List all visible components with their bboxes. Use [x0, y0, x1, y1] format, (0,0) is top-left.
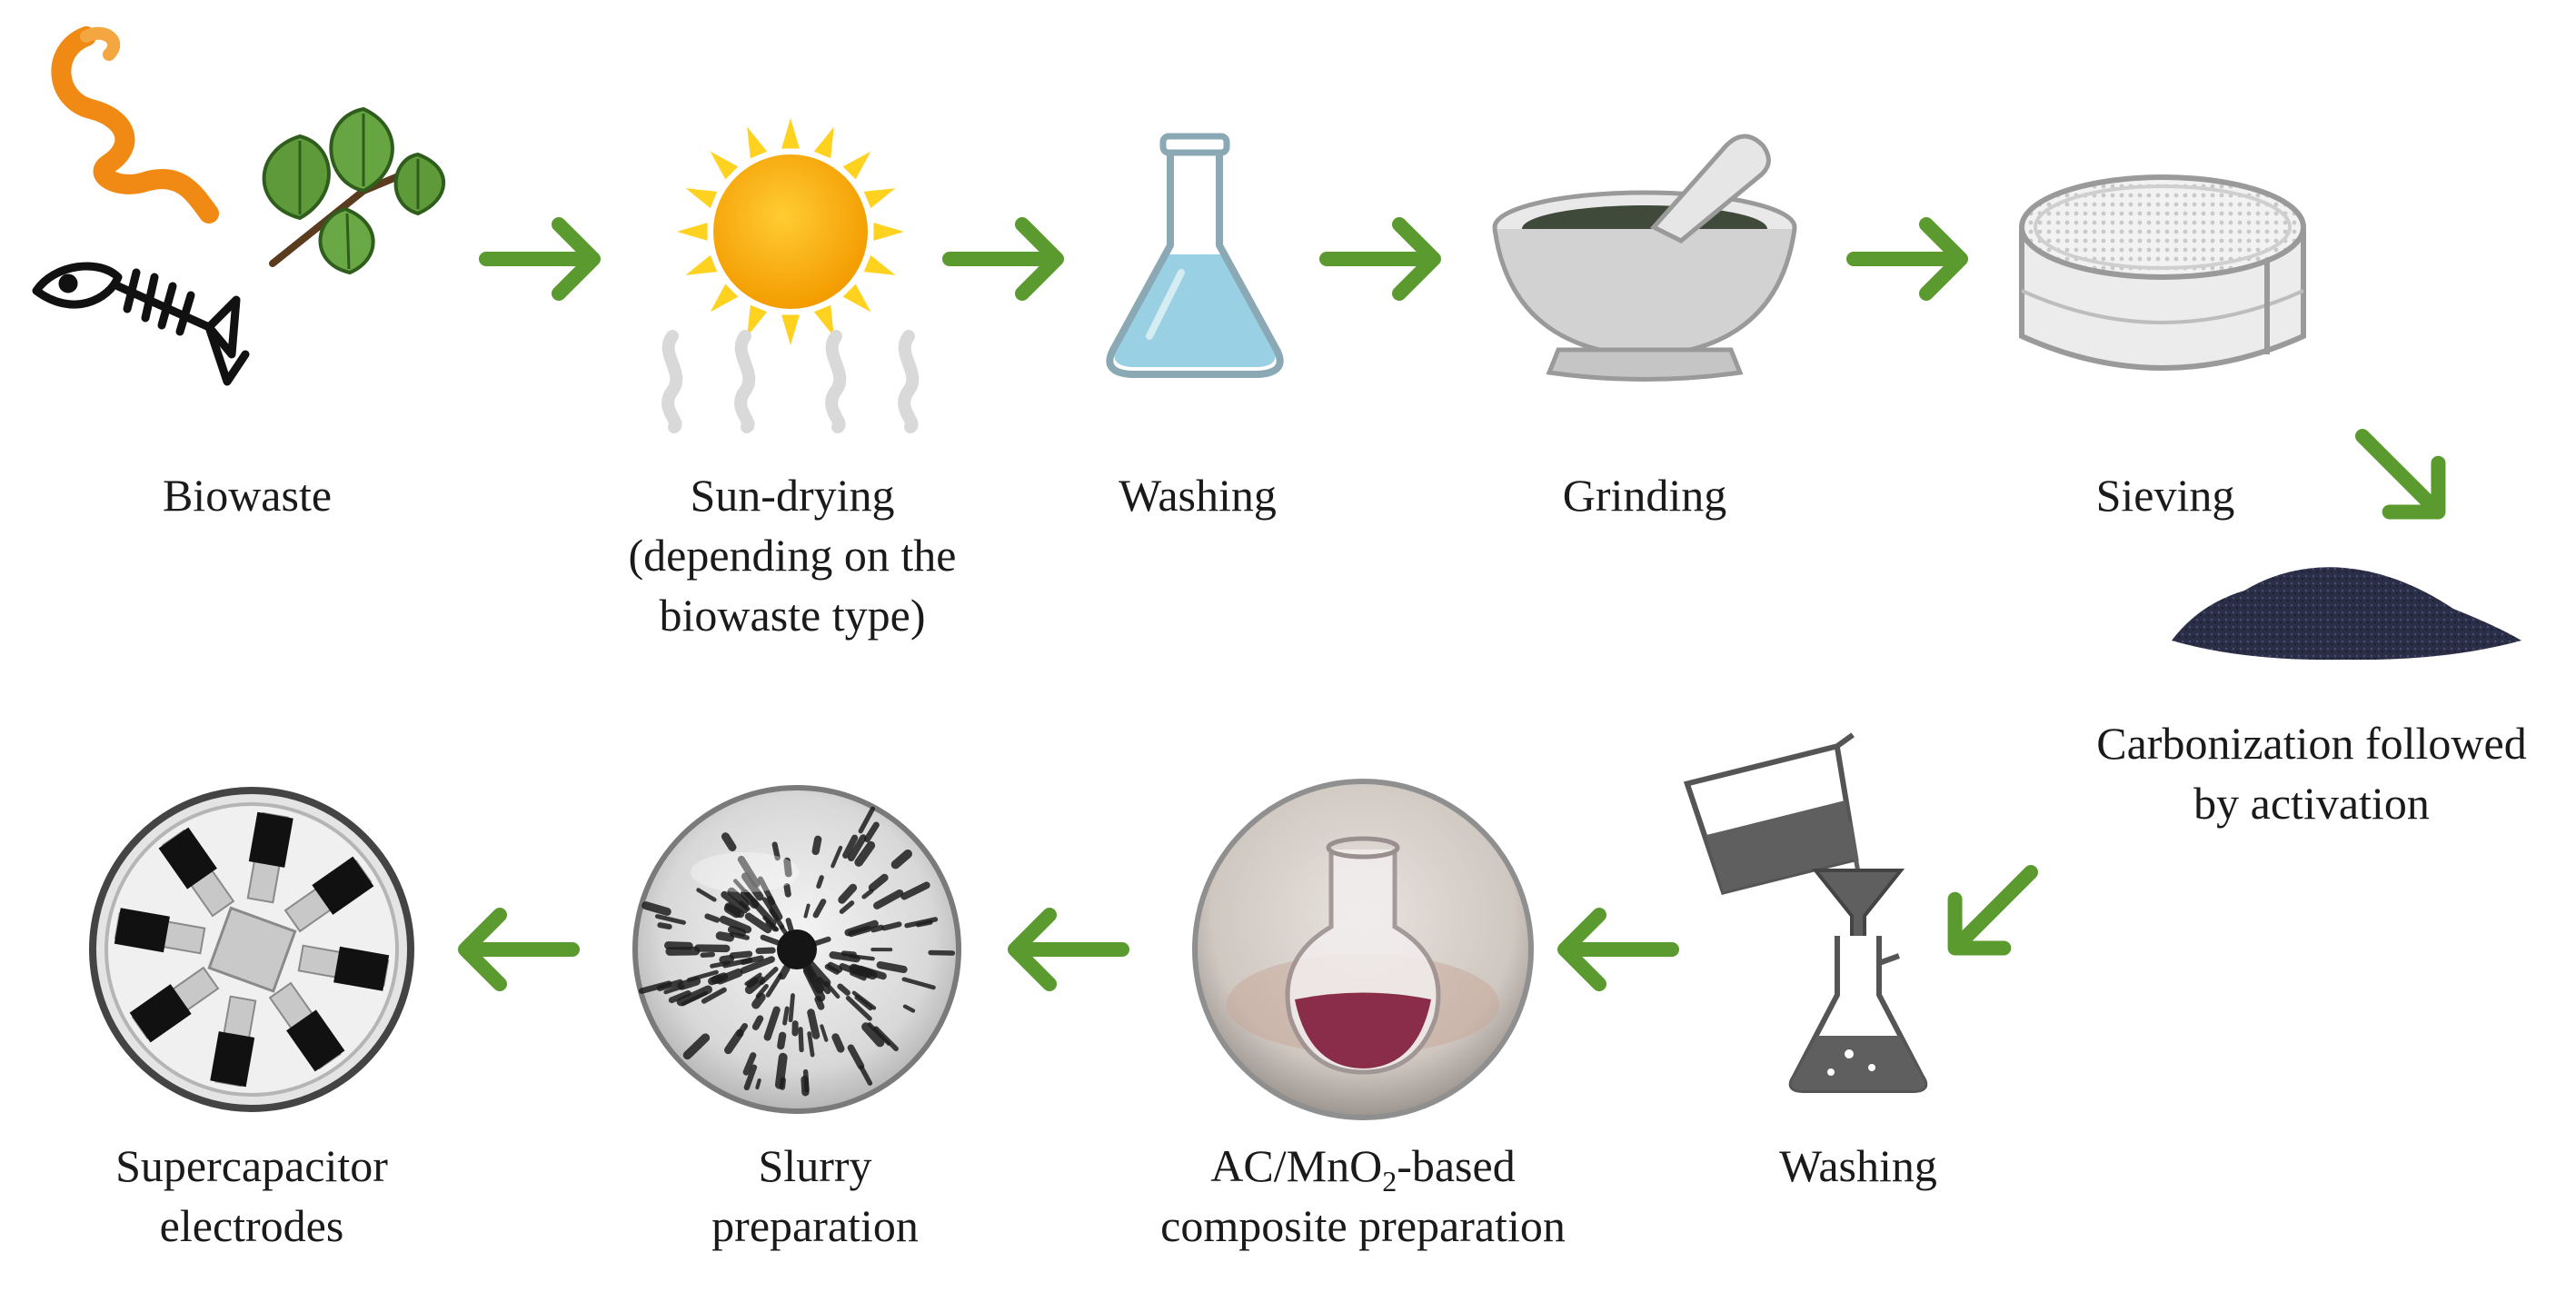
leaves-icon: [262, 106, 446, 275]
flow-arrow-8: [1008, 908, 1129, 991]
funnel-icon: [1811, 869, 1905, 947]
step-label-sieving: Sieving: [2095, 470, 2235, 521]
step-label-washing-1: Washing: [1119, 470, 1277, 521]
flow-arrow-5: [2355, 429, 2446, 520]
sieve-icon: [2019, 174, 2306, 371]
filter-flask-icon: [1788, 936, 1928, 1093]
beaker-pouring-icon: [1683, 732, 1861, 895]
flow-arrow-2: [942, 217, 1064, 301]
electrodes-dish-photo: [89, 787, 414, 1112]
flow-arrow-6: [1947, 865, 2038, 956]
flow-arrow-9: [458, 908, 580, 991]
step-label-composite: AC/MnO2-based composite preparation: [1160, 1140, 1566, 1251]
flow-arrow-3: [1319, 217, 1441, 301]
flow-arrow-7: [1557, 908, 1679, 991]
sun-icon: [677, 118, 904, 345]
step-label-carbonization: Carbonization followed by activation: [2096, 718, 2527, 829]
step-label-electrodes: Supercapacitor electrodes: [115, 1140, 388, 1251]
step-label-slurry: Slurry preparation: [711, 1140, 919, 1251]
step-label-sun-drying: Sun-drying (depending on the biowaste ty…: [628, 470, 957, 641]
mortar-and-pestle-icon: [1492, 134, 1797, 382]
slurry-dish-photo: [632, 785, 961, 1114]
orange-peel-icon: [51, 26, 219, 224]
flow-arrow-1: [479, 217, 601, 301]
step-label-biowaste: Biowaste: [162, 470, 333, 521]
process-arrows: [458, 217, 2446, 991]
heat-wave-icon: [661, 330, 920, 433]
erlenmeyer-flask-icon: [1106, 133, 1284, 378]
carbon-powder-icon: [2172, 567, 2521, 661]
fish-bone-icon: [32, 262, 250, 386]
flow-arrow-4: [1846, 217, 1968, 301]
composite-flask-photo: [1192, 779, 1534, 1120]
step-label-grinding: Grinding: [1562, 470, 1727, 521]
step-label-washing-2: Washing: [1779, 1140, 1937, 1191]
